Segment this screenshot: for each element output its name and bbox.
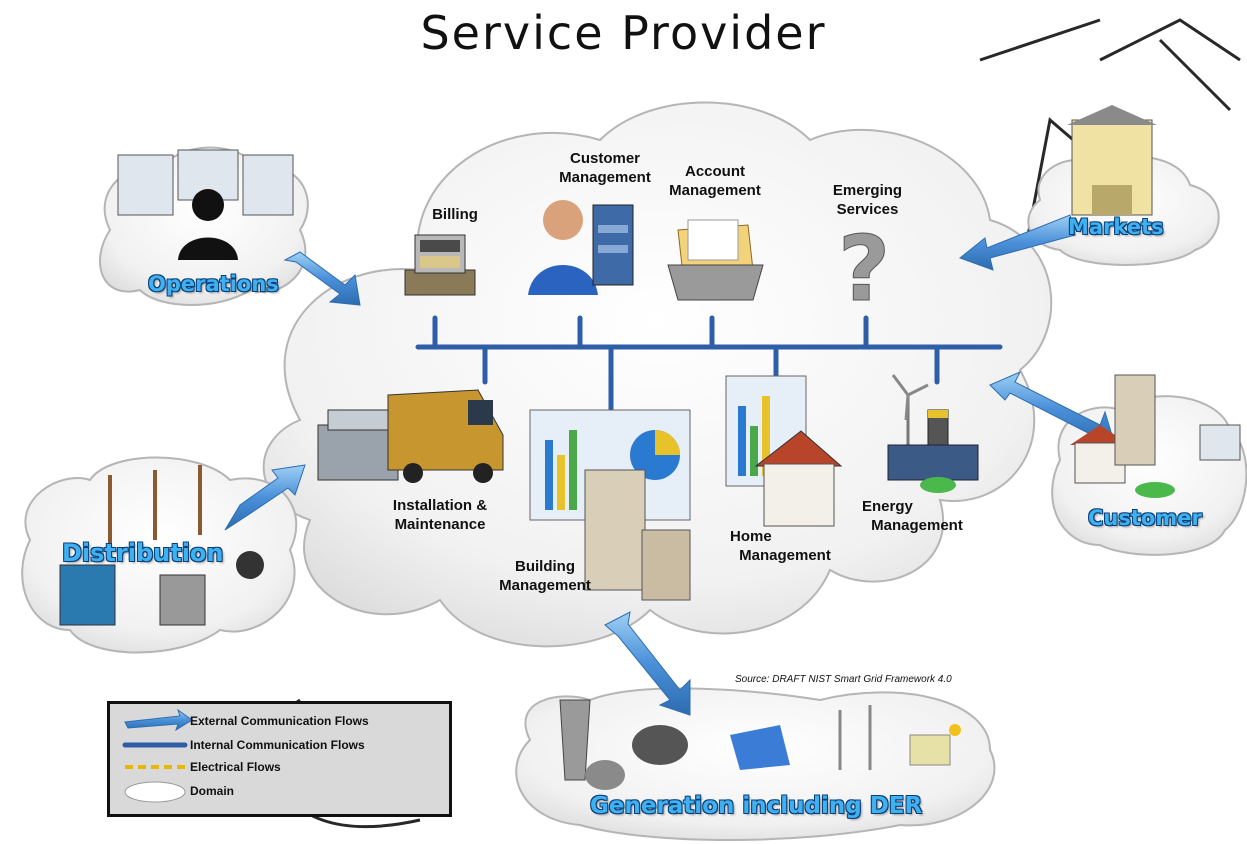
legend: External Communication Flows Internal Co…	[107, 701, 452, 817]
generation-domain-label: Generation including DER	[590, 793, 923, 819]
legend-swatches	[122, 708, 193, 803]
operations-domain-label: Operations	[148, 272, 279, 296]
installation-maintenance-label: Installation & Maintenance	[392, 497, 488, 533]
external-flow-swatch	[124, 708, 193, 732]
customer-management-label: Customer Management	[559, 150, 651, 186]
market-building-icon	[1067, 105, 1157, 216]
file-folder-icon	[667, 219, 764, 301]
cash-register-icon	[404, 234, 476, 296]
legend-internal-label: Internal Communication Flows	[190, 738, 365, 752]
legend-electrical-label: Electrical Flows	[190, 760, 281, 774]
toolbox-van-icon	[317, 389, 504, 483]
smart-home-icon	[725, 375, 843, 527]
question-mark-icon: ?	[838, 217, 891, 323]
monitors-operator-icon	[117, 149, 294, 260]
power-pole-transformer-icon	[59, 465, 264, 626]
page-title: Service Provider	[420, 6, 827, 60]
account-management-label: Account Management	[669, 163, 761, 199]
source-note: Source: DRAFT NIST Smart Grid Framework …	[735, 674, 952, 685]
markets-arrow	[958, 214, 1076, 271]
external-flow-arrows	[224, 214, 1116, 716]
markets-domain-label: Markets	[1068, 215, 1164, 239]
power-plant-turbine-icon	[559, 699, 961, 790]
distribution-arrow	[224, 464, 306, 531]
distribution-domain-label: Distribution	[62, 539, 224, 567]
legend-domain-label: Domain	[190, 784, 235, 798]
generation-arrow	[604, 611, 691, 716]
charts-building-icon	[529, 409, 691, 601]
house-office-ev-icon	[1070, 374, 1241, 498]
call-center-agent-icon	[528, 200, 634, 295]
svg-text:?: ?	[838, 217, 890, 322]
billing-label: Billing	[432, 206, 478, 223]
legend-external-label: External Communication Flows	[190, 714, 369, 728]
customer-domain-label: Customer	[1088, 506, 1202, 530]
operations-arrow	[283, 251, 361, 306]
wind-turbine-solar-battery-icon	[887, 374, 979, 493]
home-management-label: Home Management	[730, 528, 831, 564]
emerging-services-label: Emerging Services	[832, 182, 903, 218]
energy-management-label: Energy Management	[862, 498, 963, 534]
internal-communication-bus	[415, 315, 1003, 413]
building-management-label: Building Management	[499, 558, 591, 594]
domain-swatch	[124, 781, 186, 803]
